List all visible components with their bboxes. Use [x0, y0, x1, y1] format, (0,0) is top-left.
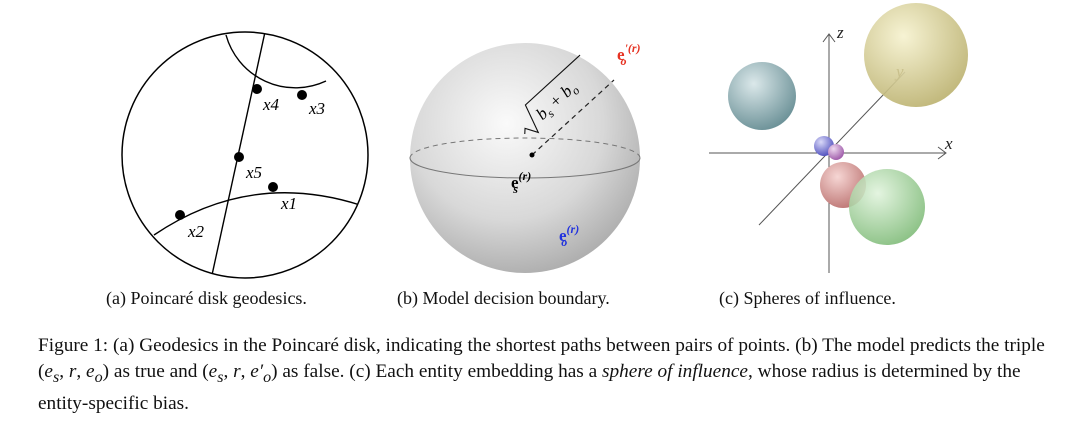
figure-caption: Figure 1: (a) Geodesics in the Poincaré … — [38, 333, 1048, 417]
caption-end: , whose radius is determined by the enti… — [38, 361, 1021, 414]
panel-a-poincare-disk: x4 x3 x5 x1 x2 — [121, 31, 369, 279]
axis-z-arrow — [822, 33, 836, 43]
axis-label-y: y — [894, 62, 904, 81]
label-x5: x5 — [245, 163, 262, 182]
label-x4: x4 — [262, 95, 280, 114]
caption-mid: as true and — [109, 361, 203, 382]
label-eo-prime: e'(r)o — [617, 41, 641, 68]
subcaption-b: (b) Model decision boundary. — [397, 288, 610, 308]
point-x4 — [252, 84, 262, 94]
caption-triple-true: (es, r, eo) — [38, 361, 110, 386]
label-es: e(r)s — [511, 169, 531, 196]
geodesic-x1-x2 — [153, 192, 361, 236]
poincare-disk-boundary — [121, 31, 369, 279]
point-x5 — [234, 152, 244, 162]
label-x3: x3 — [308, 99, 325, 118]
geodesic-x3-x4 — [225, 34, 327, 89]
axis-label-x: x — [944, 134, 953, 153]
label-eo: e(r)o — [559, 222, 579, 249]
point-x2 — [175, 210, 185, 220]
label-eo-text: e(r)o — [559, 222, 579, 249]
axis-x-arrow — [937, 146, 947, 160]
radius-line — [531, 79, 615, 156]
equator-front — [409, 157, 641, 179]
sqrt-sign — [524, 54, 581, 134]
caption-triple-false: (es, r, e′o) — [202, 361, 278, 386]
figure-svg: x4 x3 x5 x1 x2 bs + bo e(r)s e(r)o e'(r)… — [121, 3, 968, 279]
subcaption-a: (a) Poincaré disk geodesics. — [106, 288, 307, 308]
label-x1: x1 — [280, 194, 297, 213]
panel-b-decision-boundary: bs + bo e(r)s e(r)o e'(r)o — [409, 41, 641, 273]
sphere-yellow — [864, 3, 968, 107]
caption-part-c: as false. (c) Each entity embedding has … — [277, 361, 602, 382]
subcaption-c: (c) Spheres of influence. — [719, 288, 896, 308]
axis-label-z: z — [836, 23, 844, 42]
decision-sphere — [410, 43, 640, 273]
sphere-green — [849, 169, 925, 245]
point-es — [529, 152, 535, 158]
point-x1 — [268, 182, 278, 192]
figure-row: x4 x3 x5 x1 x2 bs + bo e(r)s e(r)o e'(r)… — [121, 3, 968, 279]
point-x3 — [297, 90, 307, 100]
caption-emphasis: sphere of influence — [602, 361, 748, 382]
sphere-purple — [828, 144, 844, 160]
caption-part-a: (a) Geodesics in the Poincaré disk, indi… — [112, 335, 1045, 356]
equator-back — [409, 137, 641, 159]
caption-prefix: Figure 1: — [38, 335, 113, 356]
sphere-teal — [728, 62, 796, 130]
label-eo-prime-text: e'(r)o — [617, 41, 641, 68]
panel-c-spheres: z x y — [709, 3, 968, 273]
label-x2: x2 — [187, 222, 205, 241]
label-es-text: e(r)s — [511, 169, 531, 196]
